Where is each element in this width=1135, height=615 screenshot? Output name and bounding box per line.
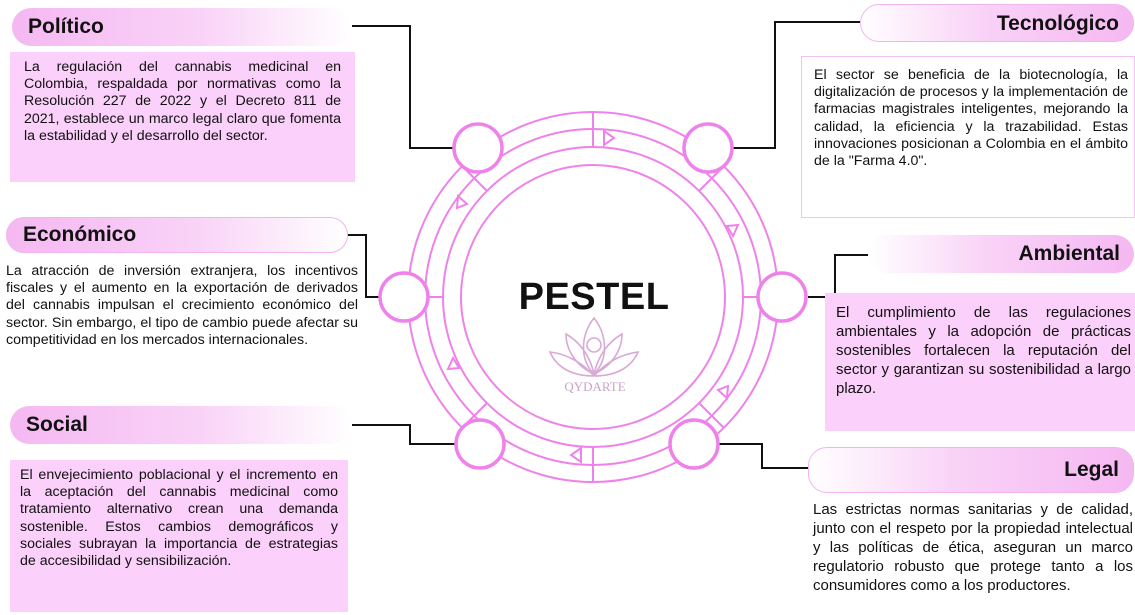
economico-text-box: La atracción de inversión extranjera, lo… [6,263,358,381]
legal-text-box: Las estrictas normas sanitarias y de cal… [813,500,1133,614]
social-title: Social [26,413,88,436]
politico-text: La regulación del cannabis medicinal en … [24,59,341,144]
economico-label: Económico [6,217,348,253]
ambiental-label: Ambiental [868,235,1134,273]
politico-label: Político [12,8,352,46]
tecnologico-text: El sector se beneficia de la biotecnolog… [814,67,1128,170]
connector-ambiental [808,254,868,298]
connector-social [352,424,456,445]
logo-text: QYDARTE [564,379,626,394]
legal-label: Legal [808,447,1134,493]
politico-text-box: La regulación del cannabis medicinal en … [10,52,355,182]
node-politico [452,122,504,174]
node-legal [668,418,720,470]
node-economico [378,271,430,323]
legal-title: Legal [1064,458,1119,481]
center-title: PESTEL [518,276,670,318]
ambiental-text-box: El cumplimiento de las regulaciones ambi… [825,293,1135,431]
lotus-logo-icon [548,316,640,377]
ambiental-text: El cumplimiento de las regulaciones ambi… [836,304,1131,397]
ring-nodes [378,122,808,470]
connector-tecnologico [732,21,860,149]
connector-politico [352,25,454,149]
politico-title: Político [28,15,104,38]
legal-text: Las estrictas normas sanitarias y de cal… [813,501,1133,594]
economico-text: La atracción de inversión extranjera, lo… [6,263,358,348]
tecnologico-title: Tecnológico [996,12,1119,35]
node-tecnologico [682,122,734,174]
connector-economico [348,234,380,298]
social-text: El envejecimiento poblacional y el incre… [20,467,338,570]
social-text-box: El envejecimiento poblacional y el incre… [10,460,348,612]
ambiental-title: Ambiental [1018,242,1120,265]
economico-title: Económico [23,223,137,246]
node-social [454,418,506,470]
node-ambiental [756,271,808,323]
connector-lines [348,21,868,469]
tecnologico-text-box: El sector se beneficia de la biotecnolog… [801,56,1135,218]
social-label: Social [10,406,352,444]
tecnologico-label: Tecnológico [860,4,1134,42]
